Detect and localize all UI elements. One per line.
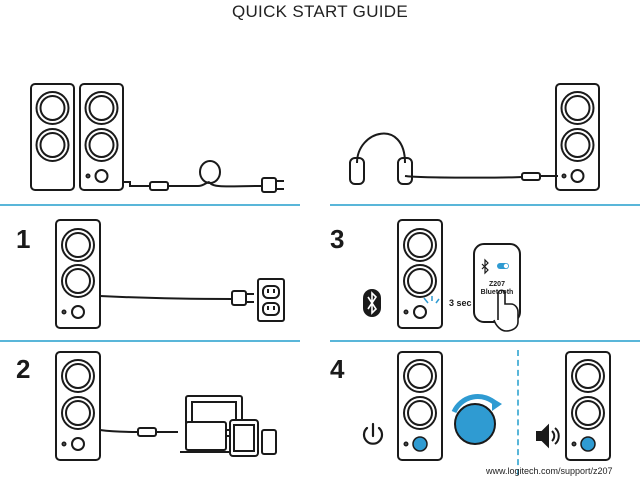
- page-title: QUICK START GUIDE: [231, 2, 409, 21]
- divider-mid-right: [330, 340, 640, 342]
- step-3-number: 3: [330, 224, 345, 254]
- divider-mid-left: [0, 340, 300, 342]
- step-1-number: 1: [16, 224, 31, 254]
- step-2-number: 2: [16, 354, 31, 384]
- divider-top-right: [330, 204, 640, 206]
- step-4-number: 4: [330, 354, 345, 384]
- hold-time-label: 3 sec: [449, 298, 472, 308]
- phone-device-name: Z207: [489, 281, 505, 288]
- step-4-divider: [517, 350, 519, 475]
- divider-top-left: [0, 204, 300, 206]
- support-url[interactable]: www.logitech.com/support/z207: [486, 466, 613, 476]
- volume-icon: [536, 423, 560, 449]
- volume-knob: [454, 403, 496, 445]
- phone-mode-label: Bluetooth: [480, 289, 514, 296]
- power-icon: [362, 422, 384, 445]
